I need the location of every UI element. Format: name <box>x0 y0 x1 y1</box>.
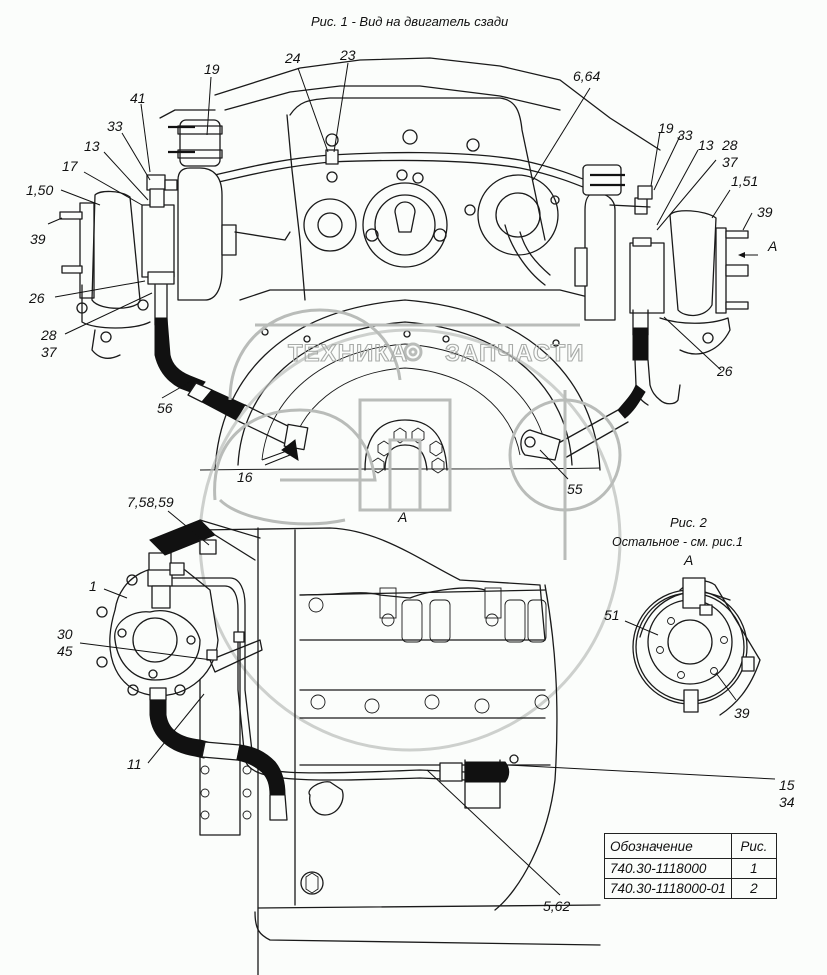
callout-23: 23 <box>339 47 356 63</box>
watermark-left-text: ТЕХНИКА <box>288 340 408 367</box>
figure1-title: Рис. 1 - Вид на двигатель сзади <box>311 14 508 29</box>
callout-1: 1 <box>89 578 97 594</box>
hub-bolts <box>371 427 445 474</box>
figure2-view-label: A <box>683 552 693 568</box>
callout-24: 24 <box>284 50 301 66</box>
callout-view-a-arrow: A <box>767 238 777 254</box>
callout-26-left: 26 <box>28 290 45 306</box>
figure1-drawing <box>59 57 749 474</box>
callout-7-58-59: 7,58,59 <box>127 494 174 510</box>
table-header-row: Обозначение Рис. <box>604 833 777 859</box>
callout-55: 55 <box>567 481 583 497</box>
figure1-labels: Рис. 1 - Вид на двигатель сзади 19 41 33… <box>26 14 777 525</box>
lower-engine-drawing <box>96 519 601 975</box>
callout-39-left: 39 <box>30 231 46 247</box>
callout-5-62: 5,62 <box>543 898 570 914</box>
callout-45: 45 <box>57 643 73 659</box>
header-figure: Рис. <box>730 833 777 859</box>
callout-15: 15 <box>779 777 795 793</box>
designation-cell: 740.30-1118000 <box>604 858 732 879</box>
callout-16: 16 <box>237 469 253 485</box>
right-oil-drain-hose <box>520 309 681 461</box>
callout-19-left: 19 <box>204 61 220 77</box>
callout-37-right: 37 <box>722 154 739 170</box>
right-turbocharger <box>574 164 749 355</box>
callout-56: 56 <box>157 400 173 416</box>
header-designation: Обозначение <box>604 833 732 859</box>
view-a-label: A <box>397 509 407 525</box>
callout-39-right: 39 <box>757 204 773 220</box>
table-row: 740.30-1118000 1 <box>604 858 777 879</box>
side-turbocharger <box>96 519 466 781</box>
callout-51: 51 <box>604 607 620 623</box>
leader-lines <box>47 62 776 896</box>
figure2-drawing <box>632 577 761 716</box>
designation-cell: 740.30-1118000-01 <box>604 878 732 899</box>
left-turbocharger <box>59 109 291 359</box>
callout-13-right: 13 <box>698 137 714 153</box>
callout-17: 17 <box>62 158 79 174</box>
figure2-subtitle: Остальное - см. рис.1 <box>612 535 743 549</box>
callout-28-right: 28 <box>721 137 738 153</box>
watermark: ТЕХНИКА ЗАПЧАСТИ <box>198 308 622 752</box>
watermark-right-text: ЗАПЧАСТИ <box>445 340 585 367</box>
callout-39-fig2: 39 <box>734 705 750 721</box>
designation-table: Обозначение Рис. 740.30-1118000 1 740.30… <box>604 833 777 899</box>
callout-30: 30 <box>57 626 73 642</box>
callout-1-50: 1,50 <box>26 182 53 198</box>
callout-26-right: 26 <box>716 363 733 379</box>
callout-13-left: 13 <box>84 138 100 154</box>
callout-33-left: 33 <box>107 118 123 134</box>
figure-cell: 1 <box>730 858 777 879</box>
side-oil-drain-hose <box>149 687 288 821</box>
callout-11: 11 <box>127 756 142 772</box>
lower-labels: 7,58,59 1 30 45 11 15 34 5,62 <box>57 494 795 914</box>
callout-1-51: 1,51 <box>731 173 758 189</box>
callout-28-left: 28 <box>40 327 57 343</box>
callout-41: 41 <box>130 90 146 106</box>
figure2-labels: Рис. 2 Остальное - см. рис.1 A 51 39 <box>604 515 750 721</box>
figure2-title: Рис. 2 <box>670 515 708 530</box>
callout-33-right: 33 <box>677 127 693 143</box>
callout-19-right: 19 <box>658 120 674 136</box>
callout-34: 34 <box>779 794 795 810</box>
figure-cell: 2 <box>730 878 777 899</box>
callout-6-64: 6,64 <box>573 68 600 84</box>
table-row: 740.30-1118000-01 2 <box>604 878 777 899</box>
callout-37-left: 37 <box>41 344 58 360</box>
